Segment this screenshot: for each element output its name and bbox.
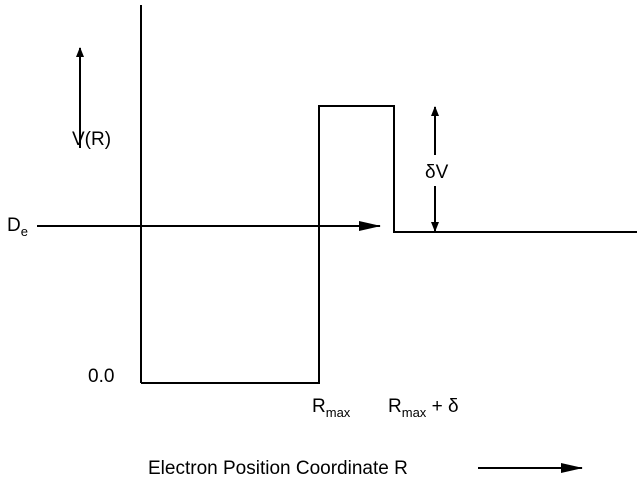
potential-curve <box>141 105 637 384</box>
de-main: D <box>7 215 21 236</box>
delta-v-label: δV <box>425 162 449 183</box>
rmax-label: Rmax <box>312 397 350 419</box>
rmax2-suffix: + δ <box>426 396 459 417</box>
x-axis-label: Electron Position Coordinate R <box>148 458 408 479</box>
rmax-main: R <box>312 396 326 417</box>
de-label: De <box>7 216 28 238</box>
rmax2-main: R <box>388 396 402 417</box>
potential-label: V(R) <box>72 129 112 150</box>
rmax-delta-label: Rmax + δ <box>388 397 459 419</box>
rmax2-sub: max <box>401 405 427 420</box>
rmax-sub: max <box>325 405 351 420</box>
zero-label: 0.0 <box>88 366 115 387</box>
de-sub: e <box>20 224 28 239</box>
